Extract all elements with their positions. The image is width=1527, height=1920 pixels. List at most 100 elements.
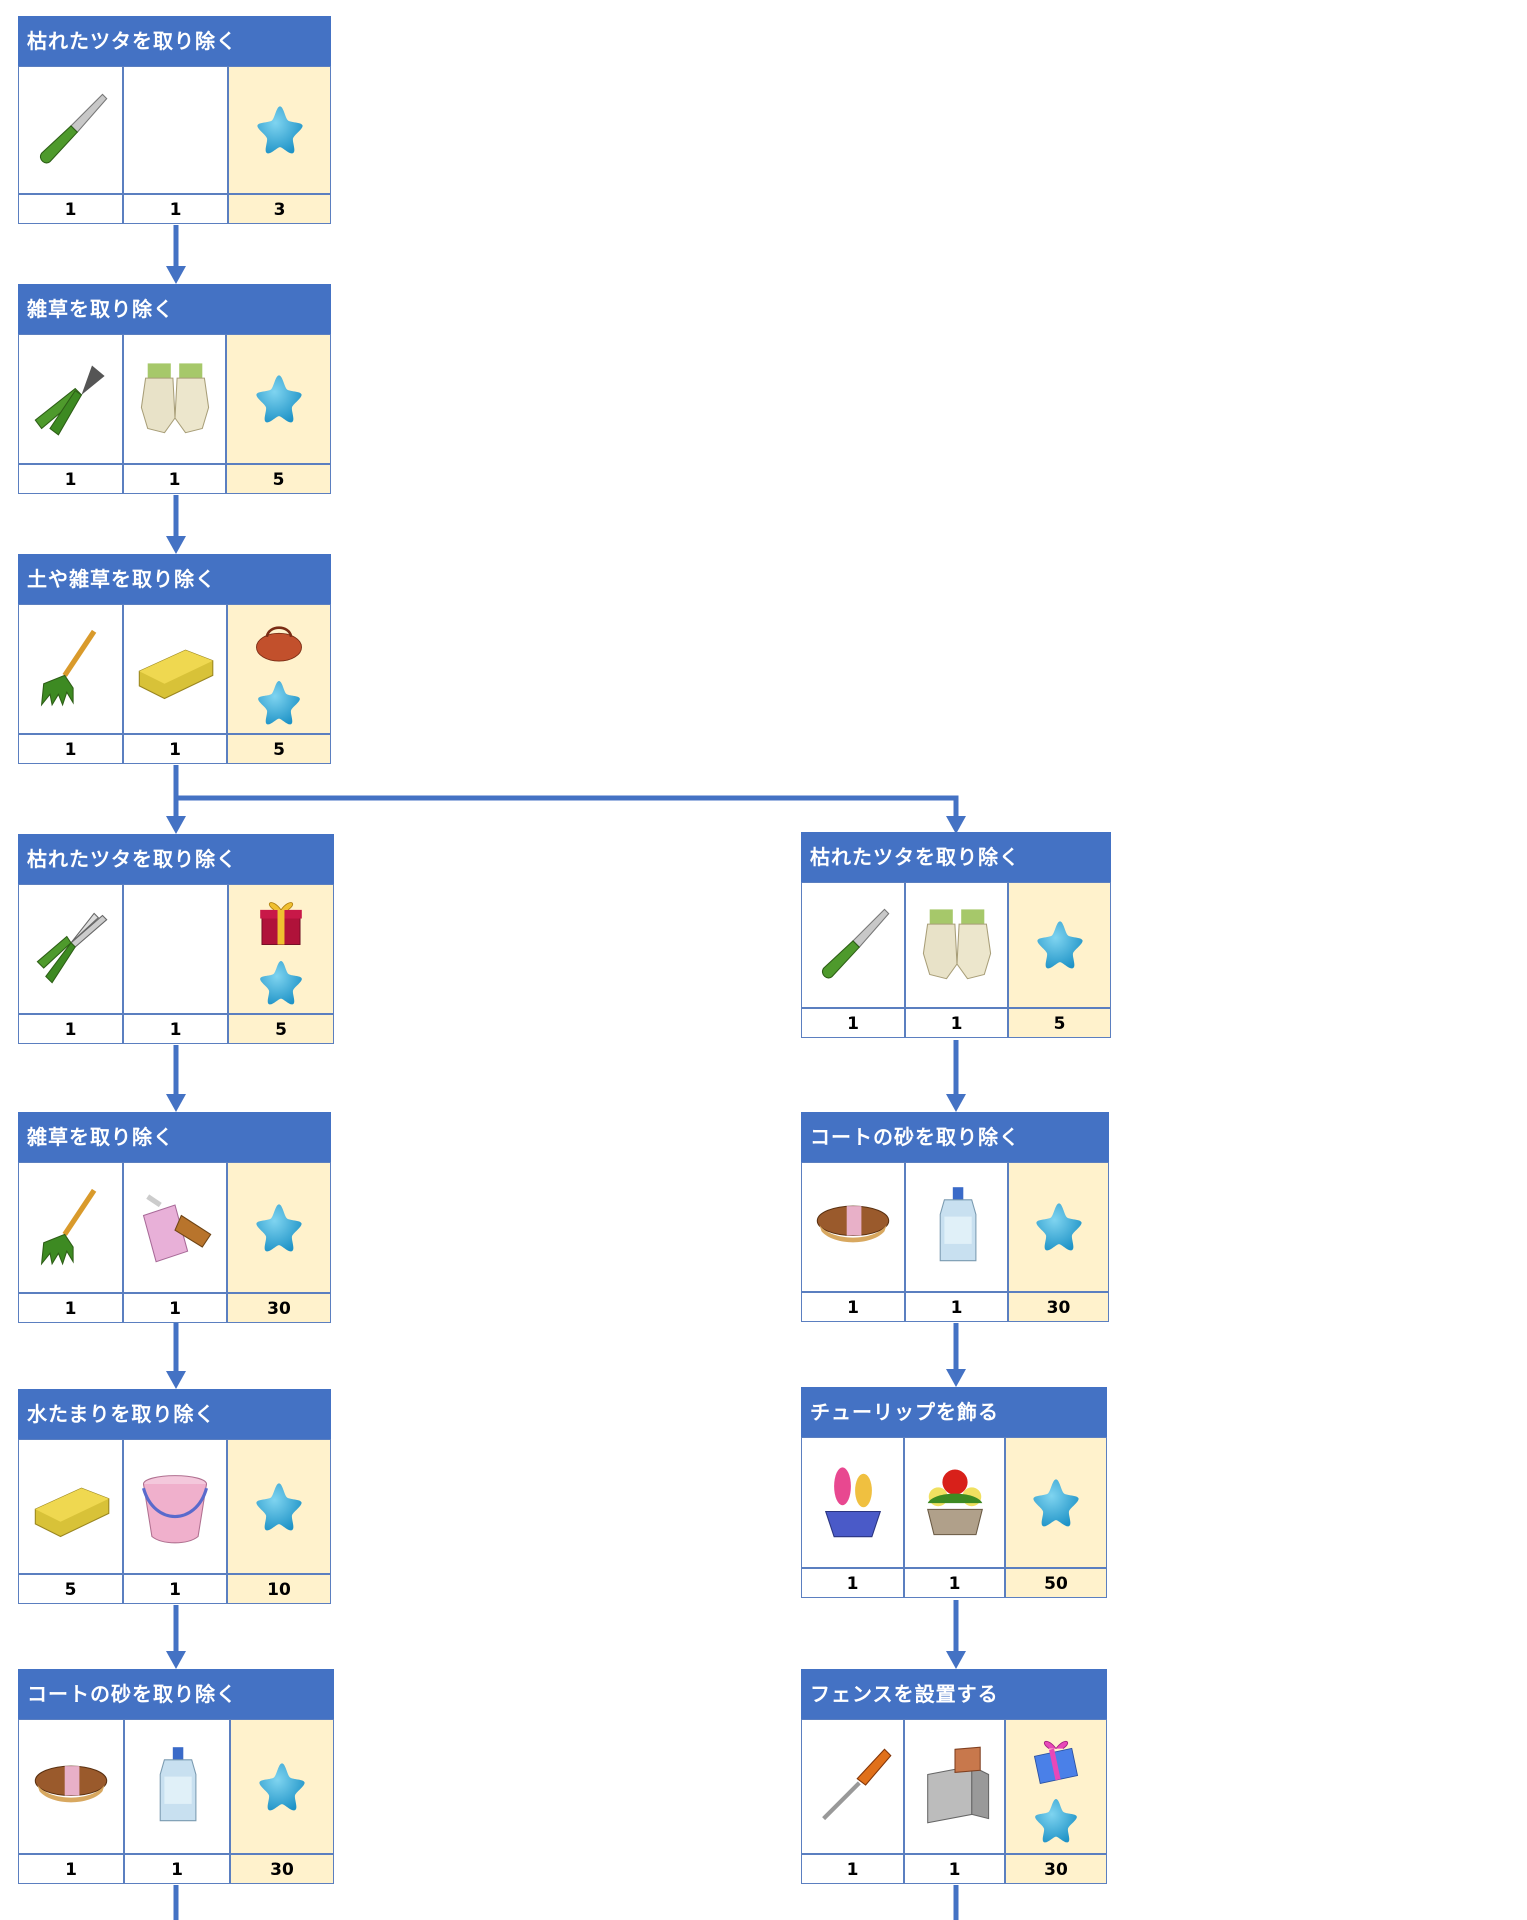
- hyacinth-pot-icon: [824, 1466, 881, 1537]
- tool-count: 1: [18, 1854, 124, 1884]
- tool-count: 1: [123, 464, 226, 494]
- sponge-icon: [138, 649, 214, 700]
- tool-count: 1: [123, 1293, 227, 1323]
- pliers-icon: [34, 365, 105, 436]
- tool-count: 1: [18, 194, 123, 224]
- reward-cell: [230, 1719, 334, 1854]
- reward-count: 5: [227, 734, 331, 764]
- reward-count: 30: [1005, 1854, 1107, 1884]
- tool-count: 1: [801, 1008, 905, 1038]
- tool-cell: [18, 1439, 123, 1574]
- reward-cell: [227, 1162, 331, 1293]
- tool-cell: [123, 604, 227, 734]
- screwdriver-icon: [821, 1748, 892, 1820]
- task-title: コートの砂を取り除く: [18, 1669, 334, 1719]
- tool-cell: [18, 66, 123, 194]
- star-icon: [255, 375, 302, 423]
- star-icon: [256, 106, 303, 154]
- task-title: 土や雑草を取り除く: [18, 554, 331, 604]
- task-title: 枯れたツタを取り除く: [18, 16, 331, 66]
- gift-box-icon: [260, 902, 302, 945]
- tool-count: 1: [905, 1008, 1008, 1038]
- reward-cell: [227, 1439, 331, 1574]
- task-title: 枯れたツタを取り除く: [801, 832, 1111, 882]
- shears-icon: [36, 912, 107, 984]
- tool-cell: [18, 604, 123, 734]
- reward-count: 5: [228, 1014, 334, 1044]
- tool-cell: [801, 882, 905, 1008]
- star-icon: [1035, 1799, 1077, 1843]
- tool-cell: [905, 882, 1008, 1008]
- star-icon: [258, 681, 300, 725]
- tool-count: 1: [123, 734, 227, 764]
- reward-count: 30: [1008, 1292, 1109, 1322]
- tool-count: 1: [801, 1854, 904, 1884]
- tool-count: 1: [18, 734, 123, 764]
- tool-cell: [904, 1437, 1005, 1568]
- sponge-icon: [34, 1487, 109, 1537]
- reward-count: 30: [230, 1854, 334, 1884]
- knife-icon: [39, 93, 107, 164]
- flower-pot-icon: [926, 1469, 983, 1535]
- tool-count: 1: [18, 464, 123, 494]
- star-icon: [1035, 1203, 1082, 1251]
- star-icon: [1036, 921, 1083, 969]
- tool-cell: [123, 1439, 227, 1574]
- nail-box-icon: [926, 1746, 989, 1823]
- reward-cell: [1005, 1719, 1107, 1854]
- dustpan-icon: [142, 1193, 212, 1262]
- tool-count: 1: [904, 1854, 1005, 1884]
- tool-cell: [18, 1719, 124, 1854]
- tool-cell: [123, 334, 226, 464]
- tool-count: 5: [18, 1574, 123, 1604]
- tool-count: 1: [801, 1292, 905, 1322]
- tool-cell: [124, 1719, 230, 1854]
- star-icon: [259, 1762, 305, 1810]
- knife-icon: [822, 908, 890, 979]
- reward-count: 10: [227, 1574, 331, 1604]
- reward-cell: [1008, 882, 1111, 1008]
- detergent-bottle-icon: [159, 1746, 197, 1821]
- task-title: フェンスを設置する: [801, 1669, 1107, 1719]
- tool-cell: [905, 1162, 1008, 1292]
- tool-count: 1: [124, 1854, 230, 1884]
- reward-count: 5: [226, 464, 331, 494]
- tool-count: 1: [801, 1568, 904, 1598]
- detergent-bottle-icon: [939, 1187, 976, 1262]
- tool-cell: [904, 1719, 1005, 1854]
- star-icon: [256, 1203, 302, 1251]
- rake-icon: [40, 629, 96, 707]
- tool-cell: [18, 334, 123, 464]
- brush-icon: [34, 1765, 108, 1802]
- task-title: コートの砂を取り除く: [801, 1112, 1109, 1162]
- task-title: 水たまりを取り除く: [18, 1389, 331, 1439]
- reward-cell: [1005, 1437, 1107, 1568]
- reward-count: 3: [228, 194, 331, 224]
- reward-cell: [1008, 1162, 1109, 1292]
- star-icon: [260, 961, 302, 1005]
- brush-icon: [816, 1205, 890, 1243]
- bucket-icon: [141, 1474, 209, 1543]
- reward-count: 50: [1005, 1568, 1107, 1598]
- tool-count: 1: [123, 194, 228, 224]
- gloves-icon: [922, 909, 991, 980]
- reward-count: 30: [227, 1293, 331, 1323]
- tool-cell: [123, 884, 228, 1014]
- tool-count: 1: [123, 1574, 227, 1604]
- tool-count: 1: [18, 1293, 123, 1323]
- reward-cell: [227, 604, 331, 734]
- tool-cell: [801, 1162, 905, 1292]
- tool-cell: [18, 1162, 123, 1293]
- reward-count: 5: [1008, 1008, 1111, 1038]
- rake-icon: [40, 1188, 96, 1266]
- tool-count: 1: [905, 1292, 1008, 1322]
- task-title: 雑草を取り除く: [18, 1112, 331, 1162]
